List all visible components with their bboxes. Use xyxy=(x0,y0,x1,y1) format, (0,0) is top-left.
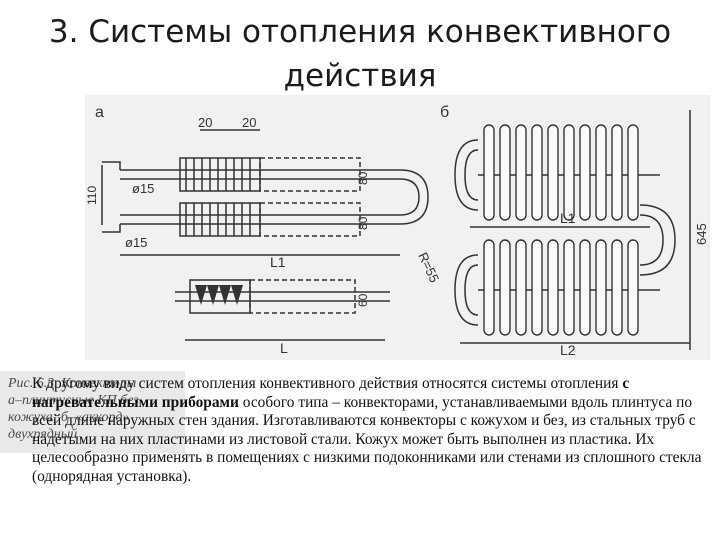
dim-l1-b: L1 xyxy=(560,210,576,226)
accord-bend-mid-inner xyxy=(639,214,664,266)
dim-diam15-top: ø15 xyxy=(132,181,154,196)
body-paragraph: К другому виду систем отопления конвекти… xyxy=(32,375,708,487)
fin-block-bottom-right xyxy=(249,279,356,314)
accord-bend-bottom-outer xyxy=(454,254,479,326)
u-bend-inner xyxy=(399,178,420,216)
fin-block-mid-right xyxy=(259,202,361,237)
dim-80-mid: 80 xyxy=(356,216,370,230)
accord-bend-top-outer xyxy=(454,139,479,211)
dim-l1-a: L1 xyxy=(270,254,286,270)
slide-title-line1: 3. Системы отопления конвективного xyxy=(48,14,672,50)
label-b: б xyxy=(440,104,449,121)
dim-110: 110 xyxy=(85,186,99,205)
slide-title: 3. Системы отопления конвективного дейст… xyxy=(0,10,720,98)
convector-drawing: а xyxy=(85,95,710,360)
body-part1: К другому виду систем отопления конвекти… xyxy=(32,375,623,392)
caption-line3: кожуха; б–«аккорд» xyxy=(8,410,130,425)
dim-645: 645 xyxy=(694,223,709,245)
body-part2: особого типа – конвекторами, устанавлива… xyxy=(32,393,702,485)
accord-bend-mid-outer xyxy=(639,204,676,276)
dim-20-right: 20 xyxy=(242,115,256,130)
accord-bend-bottom-inner xyxy=(464,264,479,316)
dim-60: 60 xyxy=(356,293,370,307)
dim-80-top: 80 xyxy=(356,171,370,185)
dim-20-left: 20 xyxy=(198,115,212,130)
fin-block-top-right xyxy=(259,157,361,192)
label-a: а xyxy=(95,104,104,121)
accord-fins-upper xyxy=(483,124,639,221)
dim-diam15-bottom: ø15 xyxy=(125,235,147,250)
caption-line1: Рис. 6.3. Конвекторы xyxy=(8,376,137,391)
accord-bend-top-inner xyxy=(464,149,479,201)
body-bold: с нагревательными приборами xyxy=(32,375,630,411)
fin-teeth-bottom xyxy=(195,285,243,305)
u-bend-outer xyxy=(399,169,429,225)
accord-fins-lower xyxy=(483,239,639,336)
dim-l-a: L xyxy=(280,340,288,356)
slide-title-line2: действия xyxy=(283,58,437,94)
dim-l2-b: L2 xyxy=(560,342,576,358)
caption-line2: а–плинтусные КП без xyxy=(8,393,139,408)
caption-line4: двухрядный xyxy=(8,427,78,442)
convector-figure: а xyxy=(0,95,720,453)
figure-caption: Рис. 6.3. Конвекторы а–плинтусные КП без… xyxy=(0,371,185,453)
